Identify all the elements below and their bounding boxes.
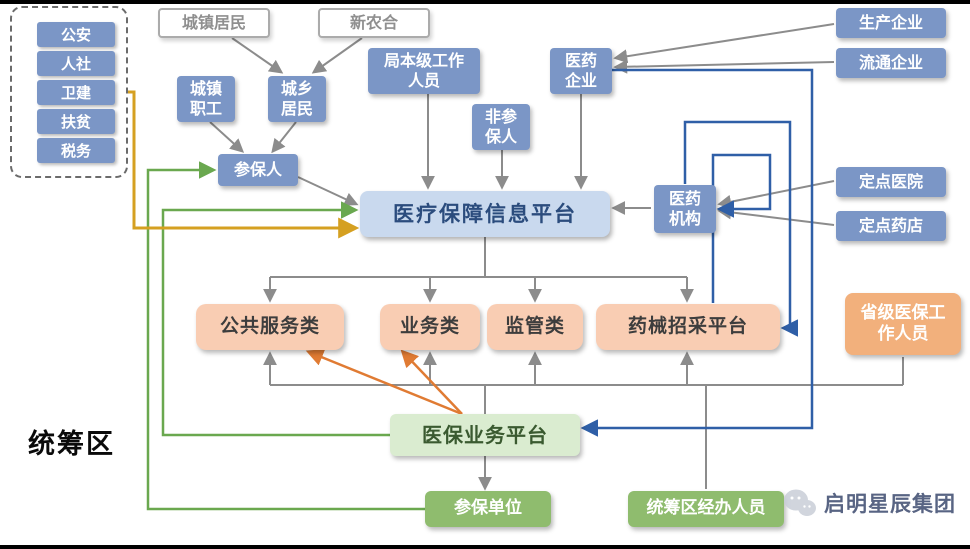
edge-urbanresident-to-urbanrural	[231, 37, 284, 74]
node-business-class: 业务类	[380, 304, 480, 350]
edge-govdepartments-to-infoplatform	[128, 90, 360, 239]
edge-circulation-to-pharmaenterprise	[613, 59, 835, 74]
region-label: 统筹区	[28, 429, 115, 460]
node-insured-unit: 参保单位	[425, 491, 551, 527]
gov-item-health: 卫建	[37, 79, 115, 105]
edge-insuredunit-to-insuredperson	[146, 161, 425, 511]
gov-item-public-security: 公安	[37, 21, 115, 47]
edge-bizplatform-to-infoplatform	[161, 201, 390, 437]
node-urban-worker: 城镇职工	[177, 76, 235, 122]
gov-item-human-resources: 人社	[37, 50, 115, 76]
node-public-service-class: 公共服务类	[196, 304, 344, 350]
node-insured-person: 参保人	[218, 154, 298, 186]
node-medical-insurance-info-platform: 医疗保障信息平台	[360, 191, 610, 237]
bottom-border-bar	[0, 545, 970, 549]
edge-urbanrural-to-insured	[271, 121, 297, 154]
edge-pharmacy-to-pharmainstitution	[717, 205, 835, 226]
node-circulation-enterprise: 流通企业	[836, 48, 946, 78]
node-non-insured: 非参保人	[472, 104, 530, 150]
node-supervision-class: 监管类	[487, 304, 583, 350]
edge-bizplatform-to-publicservice-orange	[305, 349, 463, 416]
edge-bizplatform-to-business-orange	[400, 349, 463, 415]
gov-item-taxation: 税务	[37, 137, 115, 163]
node-pharma-enterprise: 医药企业	[550, 48, 612, 94]
node-designated-pharmacy: 定点药店	[836, 211, 946, 241]
edge-pharmainstitution-to-procurement	[683, 120, 798, 337]
node-designated-hospital: 定点医院	[836, 167, 946, 197]
gov-item-poverty-alleviation: 扶贫	[37, 108, 115, 134]
wechat-icon	[784, 489, 816, 516]
node-medical-insurance-business-platform: 医保业务平台	[390, 414, 580, 456]
edge-pharmaenterprise-to-bizplatform	[580, 68, 814, 437]
node-production-enterprise: 生产企业	[836, 8, 946, 38]
node-provincial-staff: 省级医保工作人员	[845, 293, 961, 355]
watermark-text: 启明星辰集团	[824, 492, 956, 516]
edge-urbanworker-to-insured	[209, 121, 245, 153]
node-urban-rural-resident: 城乡居民	[268, 76, 326, 122]
top-border-bar	[0, 0, 970, 4]
node-procurement-platform: 药械招采平台	[596, 304, 780, 350]
edge-hospital-to-pharmainstitution	[717, 180, 835, 209]
node-new-rural-coop: 新农合	[318, 8, 430, 38]
edge-insured-to-infoplatform	[297, 176, 359, 206]
node-bureau-staff: 局本级工作人员	[368, 48, 480, 94]
node-coordination-staff: 统筹区经办人员	[628, 491, 784, 527]
edge-procurement-to-pharmainstitution	[711, 153, 772, 303]
gov-departments-group: 公安 人社 卫建 扶贫 税务	[10, 6, 128, 178]
node-urban-resident: 城镇居民	[158, 8, 270, 38]
edge-newrural-to-urbanrural	[311, 37, 363, 74]
edge-production-to-pharmaenterprise	[613, 23, 835, 64]
watermark: 启明星辰集团	[782, 487, 956, 519]
node-pharma-institution: 医药机构	[654, 185, 716, 233]
